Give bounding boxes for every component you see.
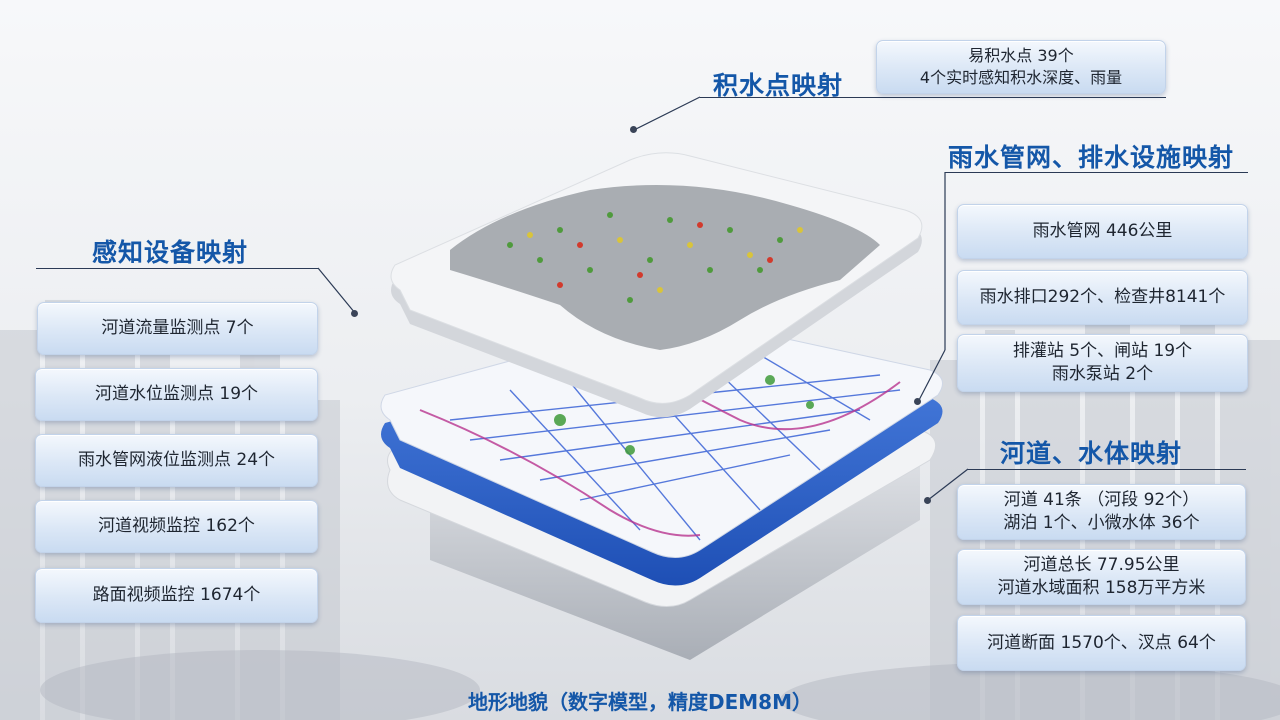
sensing-item: 雨水管网液位监测点 24个 xyxy=(35,434,318,487)
rule-sensing xyxy=(36,268,318,269)
heading-waterlogging: 积水点映射 xyxy=(713,71,844,100)
drainage-item: 排灌站 5个、闸站 19个 雨水泵站 2个 xyxy=(957,334,1248,392)
waterlogging-info-box: 易积水点 39个 4个实时感知积水深度、雨量 xyxy=(876,40,1166,94)
drainage-item-label: 排灌站 5个、闸站 19个 xyxy=(1012,341,1193,362)
marker-drainage xyxy=(914,398,921,405)
river-item-label: 河道总长 77.95公里 xyxy=(1023,555,1180,576)
river-item: 河道断面 1570个、汊点 64个 xyxy=(957,615,1246,671)
rule-drainage xyxy=(945,172,1248,173)
terrain-caption: 地形地貌（数字模型，精度DEM8M） xyxy=(468,690,812,714)
sensing-item-label: 雨水管网液位监测点 24个 xyxy=(77,450,276,471)
river-item-label: 河道断面 1570个、汊点 64个 xyxy=(987,632,1216,653)
marker-waterlogging xyxy=(630,126,637,133)
heading-river: 河道、水体映射 xyxy=(1000,439,1183,468)
waterlogging-realtime: 4个实时感知积水深度、雨量 xyxy=(919,68,1123,87)
river-item-label: 河道水域面积 158万平方米 xyxy=(997,578,1206,598)
sensing-item: 河道视频监控 162个 xyxy=(35,500,318,553)
drainage-layer xyxy=(380,316,943,586)
drainage-item: 雨水排口292个、检查井8141个 xyxy=(957,270,1248,325)
waterlogging-layer xyxy=(390,152,923,418)
sensing-item: 河道水位监测点 19个 xyxy=(35,368,318,421)
sensing-item-label: 河道流量监测点 7个 xyxy=(101,318,254,339)
heading-sensing: 感知设备映射 xyxy=(92,238,249,267)
drainage-item-label: 雨水泵站 2个 xyxy=(1051,364,1154,384)
sensing-item-label: 路面视频监控 1674个 xyxy=(92,585,261,606)
river-item: 河道总长 77.95公里 河道水域面积 158万平方米 xyxy=(957,549,1246,605)
drainage-item: 雨水管网 446公里 xyxy=(957,204,1248,259)
marker-sensing xyxy=(351,310,358,317)
marker-river xyxy=(924,497,931,504)
waterlogging-count: 易积水点 39个 xyxy=(968,46,1074,66)
sensing-item: 河道流量监测点 7个 xyxy=(37,302,318,355)
drainage-item-label: 雨水管网 446公里 xyxy=(1032,221,1173,242)
sensing-item-label: 河道水位监测点 19个 xyxy=(94,384,259,405)
river-item-label: 河道 41条 （河段 92个） xyxy=(1003,490,1200,511)
river-item: 河道 41条 （河段 92个） 湖泊 1个、小微水体 36个 xyxy=(957,484,1246,540)
river-item-label: 湖泊 1个、小微水体 36个 xyxy=(1003,513,1200,533)
sensing-item: 路面视频监控 1674个 xyxy=(35,568,318,623)
heading-drainage: 雨水管网、排水设施映射 xyxy=(948,143,1235,172)
layered-map-stack xyxy=(380,152,943,660)
drainage-item-label: 雨水排口292个、检查井8141个 xyxy=(979,287,1226,308)
sensing-item-label: 河道视频监控 162个 xyxy=(98,516,255,537)
rule-waterlogging xyxy=(700,97,1166,98)
rule-river xyxy=(968,469,1246,470)
